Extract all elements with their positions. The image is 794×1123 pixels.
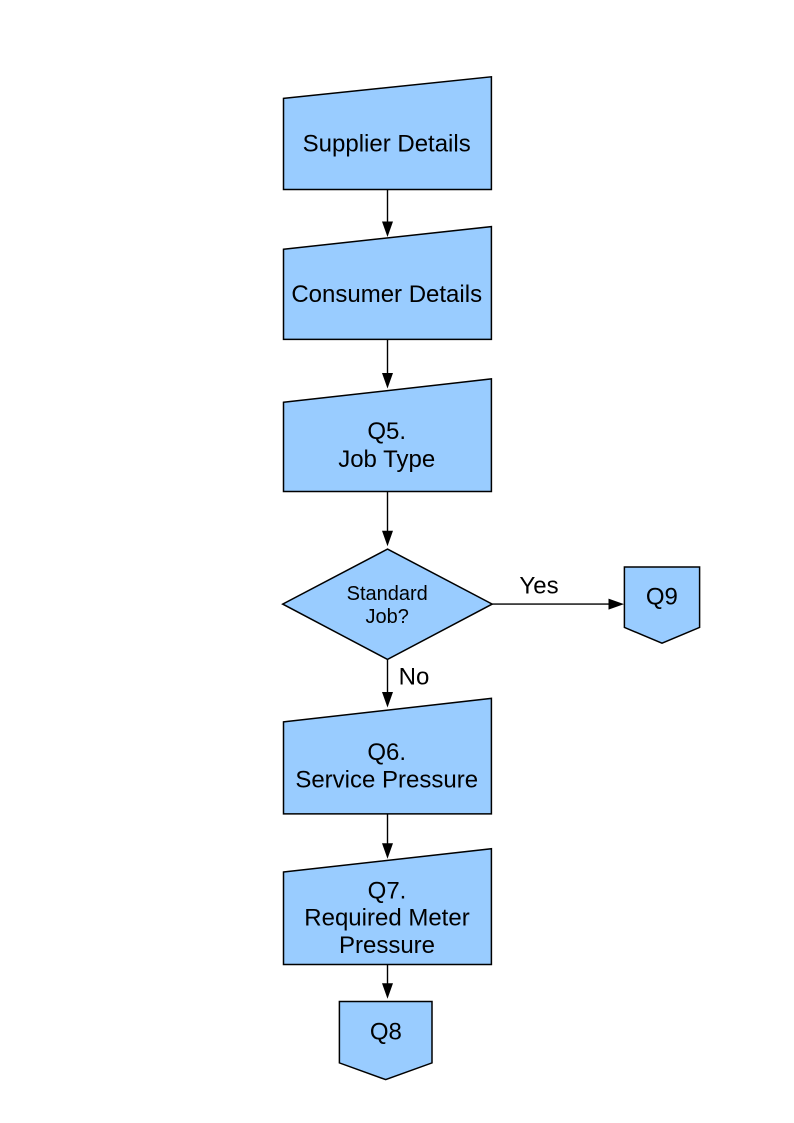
svg-text:Pressure: Pressure [339,932,435,959]
svg-text:Job?: Job? [366,606,409,628]
svg-text:Supplier Details: Supplier Details [303,131,471,158]
svg-text:Q6.: Q6. [367,739,406,766]
svg-text:Standard: Standard [347,583,428,605]
svg-text:Job Type: Job Type [338,446,435,473]
svg-text:Q9: Q9 [646,584,678,611]
svg-text:Q7.: Q7. [368,878,407,905]
svg-text:Yes: Yes [519,573,558,600]
svg-text:No: No [399,664,430,691]
svg-text:Q5.: Q5. [367,418,406,445]
svg-text:Service Pressure: Service Pressure [295,767,478,794]
svg-text:Required Meter: Required Meter [304,905,469,932]
svg-text:Q8: Q8 [370,1019,402,1046]
svg-text:Consumer Details: Consumer Details [291,281,482,308]
